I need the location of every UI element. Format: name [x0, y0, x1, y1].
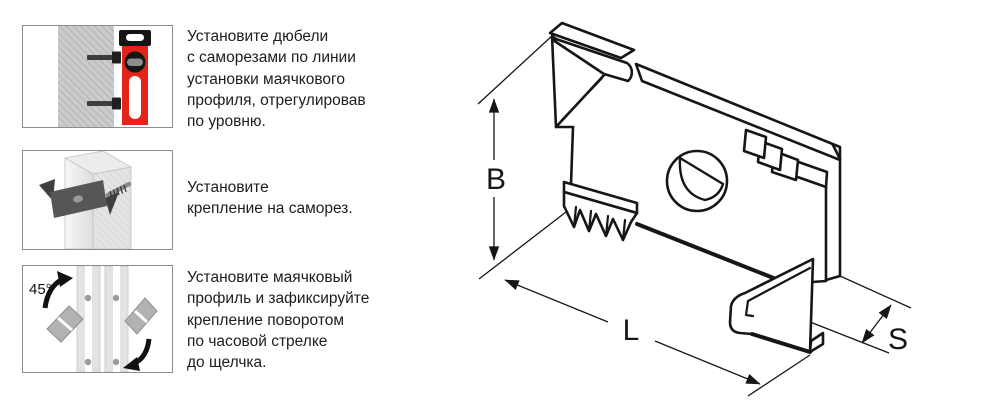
dimension-l-label: L: [623, 314, 640, 347]
screw-dot: [112, 294, 120, 302]
rotate-lock-picture: 45°: [29, 266, 158, 372]
screw-top: [87, 51, 121, 64]
step-3-line: профиль и зафиксируйте: [187, 290, 370, 308]
clamp-left: [46, 305, 84, 343]
clip-corner-flange: [548, 21, 636, 186]
clip-right-flange: [824, 158, 842, 282]
level-slot: [129, 76, 141, 119]
clip-plate-edges: [635, 222, 828, 284]
step-2-line: крепление на саморез.: [187, 200, 353, 218]
dimension-b-label: B: [486, 163, 506, 196]
clip-on-screw-picture: [39, 151, 133, 249]
angle-label: 45°: [29, 281, 52, 298]
step-2-illustration: [22, 150, 173, 250]
dimension-s-arrow: [861, 304, 892, 344]
dimension-s-label: S: [888, 323, 908, 356]
clip-top-flange: [634, 62, 842, 162]
step-1-line: профиля, отрегулировав: [187, 91, 366, 109]
step-3-line: крепление поворотом: [187, 311, 345, 329]
dowels-level-picture: [58, 26, 151, 127]
step-3-line: до щелчка.: [187, 354, 267, 372]
mounting-clip: [39, 179, 119, 218]
rotate-arrow-top-icon: [42, 271, 73, 309]
step-2-text: Установите крепление на саморез.: [187, 177, 353, 220]
step-2-line: Установите: [187, 179, 269, 196]
step-1-text: Установите дюбели с саморезами по линии …: [187, 26, 366, 132]
rotate-arrow-bottom-icon: [123, 338, 152, 371]
screw-bottom: [87, 97, 121, 110]
step-1-line: по уровню.: [187, 113, 266, 131]
clip-hook: [728, 257, 825, 354]
clip-hole: [665, 149, 729, 213]
ext-line-s-lower: [804, 319, 890, 354]
screw-icon: [105, 181, 132, 199]
step-3-illustration: 45°: [22, 265, 173, 373]
ext-line-s-upper: [839, 275, 912, 309]
step-3-line: по часовой стрелке: [187, 332, 328, 350]
step-1-line: установки маячкового: [187, 70, 345, 88]
dimension-l-arrow: [504, 279, 761, 385]
wall-hatch: [58, 26, 114, 127]
ext-line-b-top: [477, 34, 554, 105]
clamp-right: [124, 297, 158, 335]
clip-teeth-right: [742, 128, 829, 189]
step-1-illustration: [22, 25, 173, 128]
screw-dot: [84, 358, 92, 366]
screw-dot: [84, 294, 92, 302]
spirit-level: [119, 30, 151, 125]
step-3-line: Установите маячковый: [187, 269, 353, 286]
ext-line-b-bottom: [478, 211, 567, 280]
step-1-line: Установите дюбели: [187, 28, 329, 45]
clip-teeth-left: [562, 180, 639, 242]
dimension-lines: [477, 34, 912, 397]
step-3-text: Установите маячковый профиль и зафиксиру…: [187, 267, 369, 373]
clip-technical-drawing: B L S: [450, 0, 1000, 400]
step-1-line: с саморезами по линии: [187, 49, 356, 67]
profile-rails: [76, 266, 129, 372]
clip-3d-view: B L S: [477, 21, 912, 397]
screw-dot: [112, 358, 120, 366]
ext-line-l-right: [747, 354, 811, 397]
